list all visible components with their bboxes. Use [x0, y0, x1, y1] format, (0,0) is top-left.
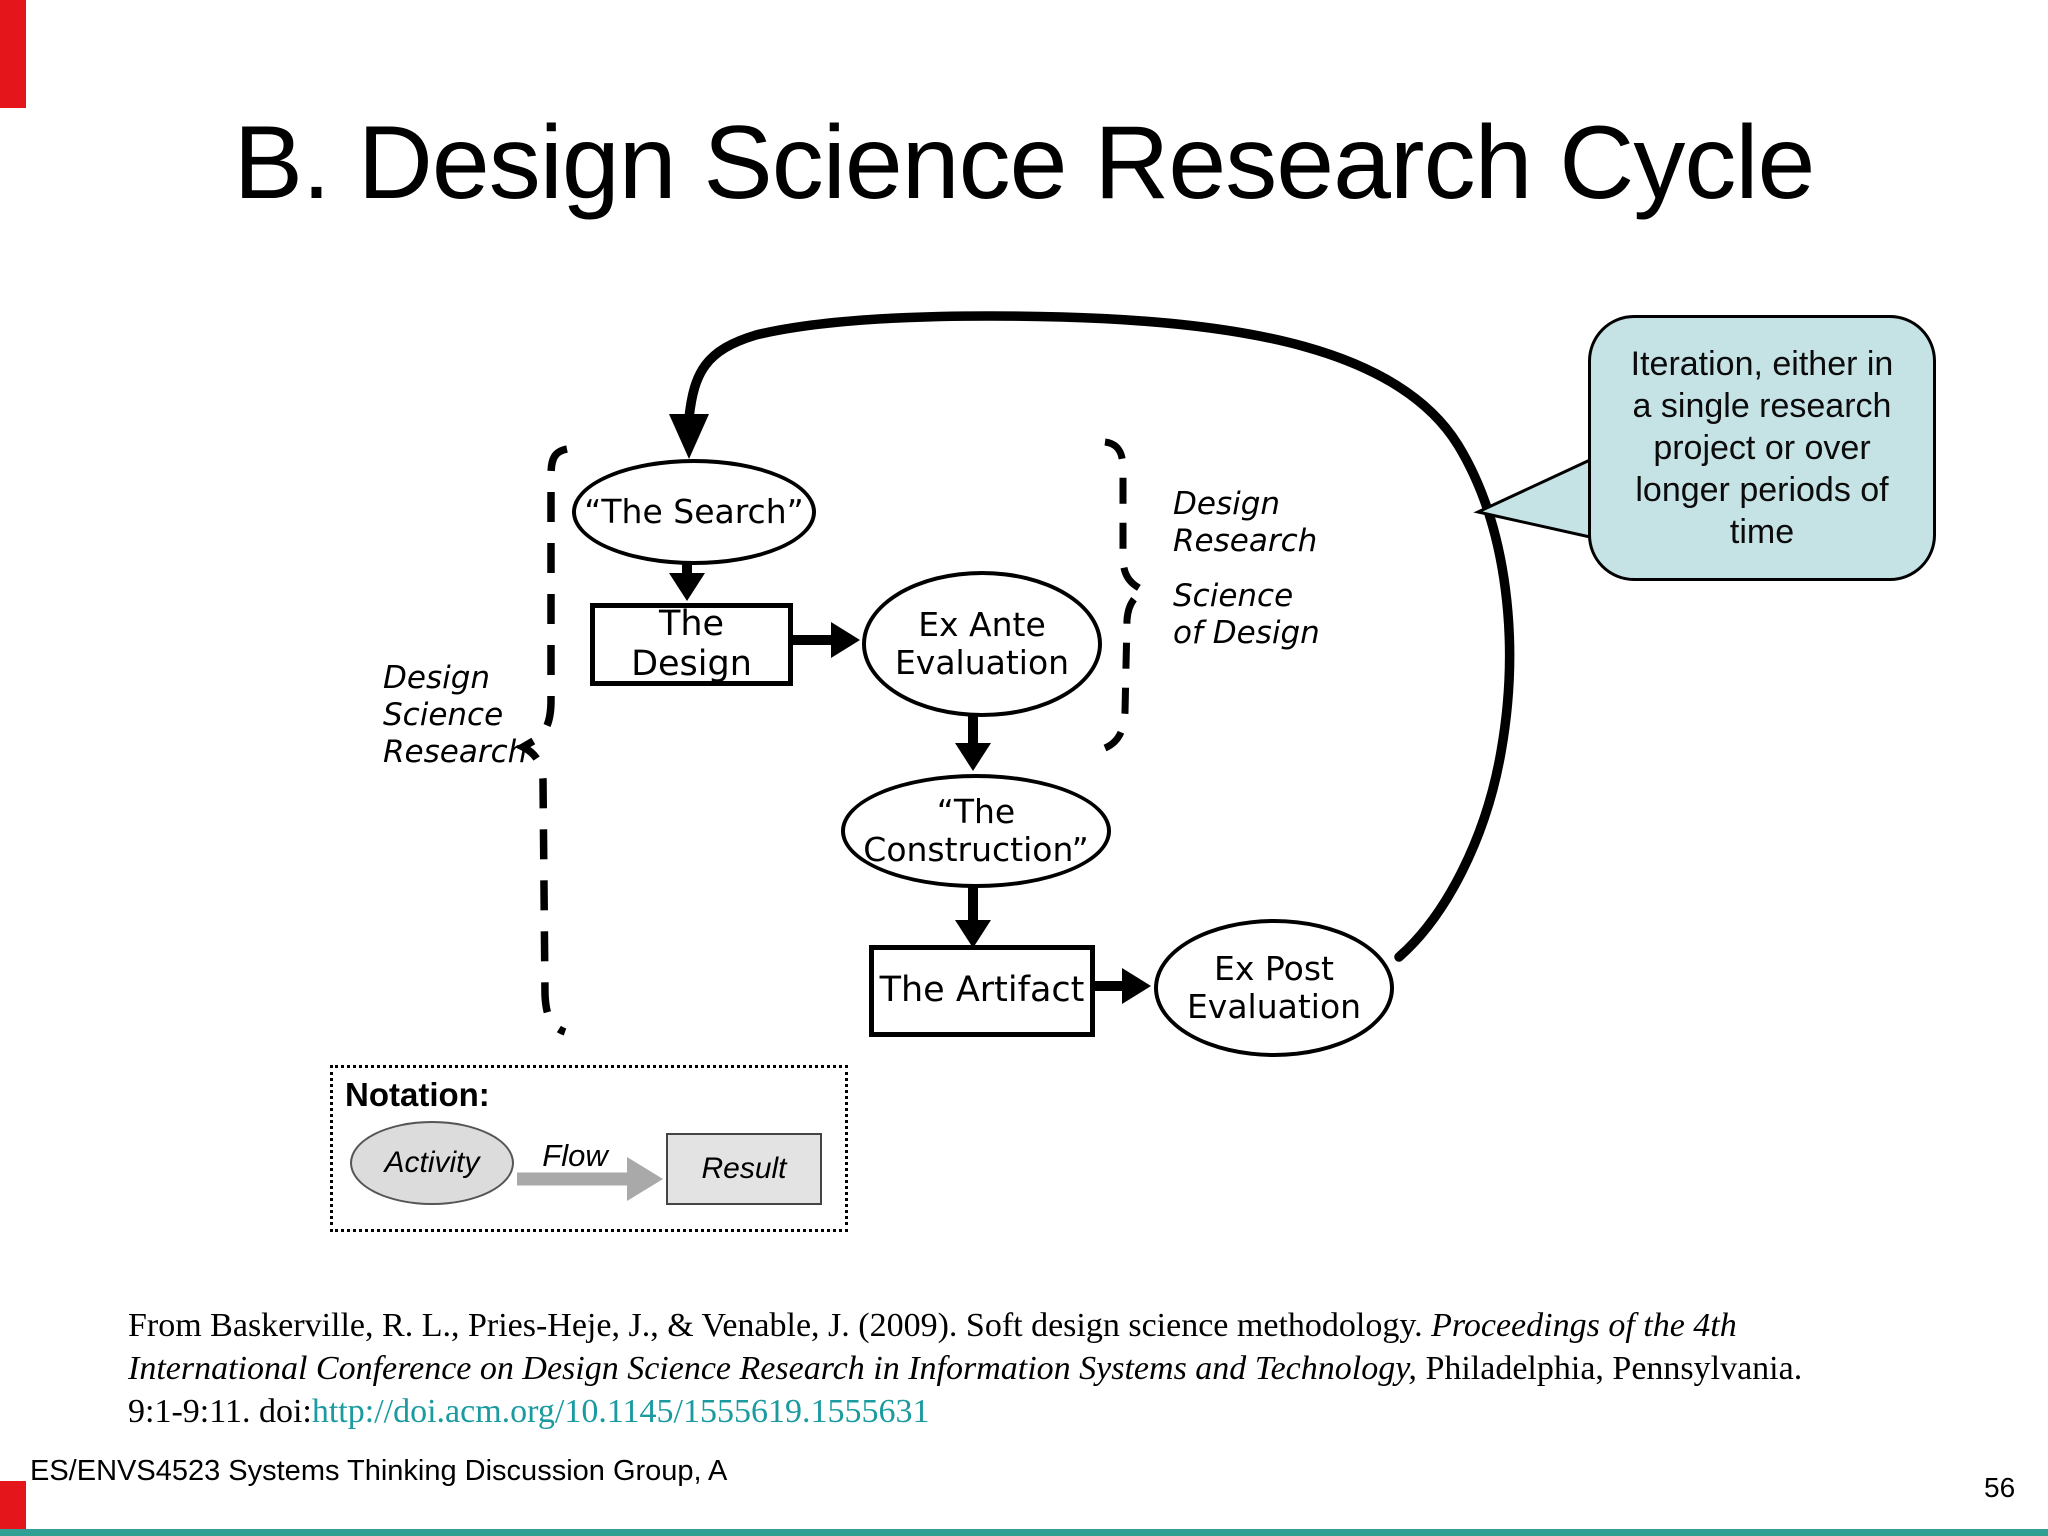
node-the-artifact: The Artifact: [869, 945, 1095, 1037]
iteration-loop-arrowhead-icon: [669, 414, 709, 459]
construction-line1: “The: [936, 792, 1016, 832]
sod-line2: of Design: [1173, 615, 1320, 651]
notation-title: Notation:: [345, 1076, 490, 1113]
dr-line2: Research: [1173, 523, 1318, 559]
label-science-of-design: Science of Design: [1173, 578, 1320, 652]
ex-ante-line2: Evaluation: [894, 643, 1070, 682]
citation-line1-roman: From Baskerville, R. L., Pries-Heje, J.,…: [128, 1307, 1432, 1344]
node-the-design: The Design: [590, 603, 793, 686]
citation-line1-italic: Proceedings of the 4th: [1431, 1307, 1737, 1344]
dsr-line3: Research: [383, 734, 528, 770]
red-edge-mark-bottom: [0, 1481, 26, 1536]
footer-text: ES/ENVS4523 Systems Thinking Discussion …: [30, 1455, 728, 1487]
callout-line5: time: [1729, 513, 1795, 551]
doi-link[interactable]: http://doi.acm.org/10.1145/1555619.15556…: [311, 1393, 930, 1430]
dr-line1: Design: [1173, 486, 1281, 522]
notation-activity-label: Activity: [384, 1146, 480, 1179]
page-title: B. Design Science Research Cycle: [233, 105, 1816, 221]
notation-result-rect: Result: [666, 1133, 822, 1205]
notation-activity-ellipse: Activity: [350, 1121, 514, 1205]
construction-line2: Construction”: [863, 830, 1089, 869]
notation-box: Notation:: [330, 1065, 848, 1232]
callout-line1: Iteration, either in: [1630, 345, 1894, 383]
citation: From Baskerville, R. L., Pries-Heje, J.,…: [128, 1304, 1888, 1433]
citation-line2-roman: Philadelphia, Pennsylvania.: [1416, 1350, 1803, 1387]
page-number: 56: [1984, 1472, 2016, 1503]
node-the-design-label: The Design: [631, 603, 752, 684]
node-the-search: “The Search”: [572, 459, 816, 565]
callout-line3: project or over: [1653, 429, 1871, 467]
citation-line2-italic: International Conference on Design Scien…: [128, 1350, 1417, 1387]
left-brace: [515, 445, 569, 1036]
arrow-design-to-exante: [783, 622, 860, 658]
arrow-exante-to-construction: [955, 709, 991, 771]
sod-line1: Science: [1173, 578, 1294, 614]
arrow-construction-to-artifact: [955, 880, 991, 948]
node-the-artifact-label: The Artifact: [879, 970, 1085, 1011]
bottom-progress-line: [0, 1529, 2048, 1536]
dsr-line1: Design: [383, 660, 491, 696]
ex-ante-line1: Ex Ante: [918, 605, 1046, 645]
callout-tail: [1473, 457, 1592, 539]
label-design-science-research: Design Science Research: [383, 660, 527, 771]
red-edge-mark-top: [0, 0, 26, 108]
callout-line4: longer periods of: [1635, 471, 1889, 509]
ex-post-line1: Ex Post: [1214, 949, 1334, 989]
notation-result-label: Result: [701, 1152, 787, 1185]
iteration-callout: Iteration, either in a single research p…: [1588, 315, 1936, 581]
ex-post-line2: Evaluation: [1186, 987, 1362, 1026]
callout-line2: a single research: [1632, 387, 1892, 425]
node-the-search-label: “The Search”: [584, 492, 804, 532]
citation-line3-roman: 9:1-9:11. doi:: [128, 1393, 312, 1430]
right-brace: [1103, 438, 1151, 752]
label-design-research: Design Research: [1173, 486, 1317, 560]
dsr-line2: Science: [383, 697, 504, 733]
notation-flow-label: Flow: [542, 1138, 608, 1173]
